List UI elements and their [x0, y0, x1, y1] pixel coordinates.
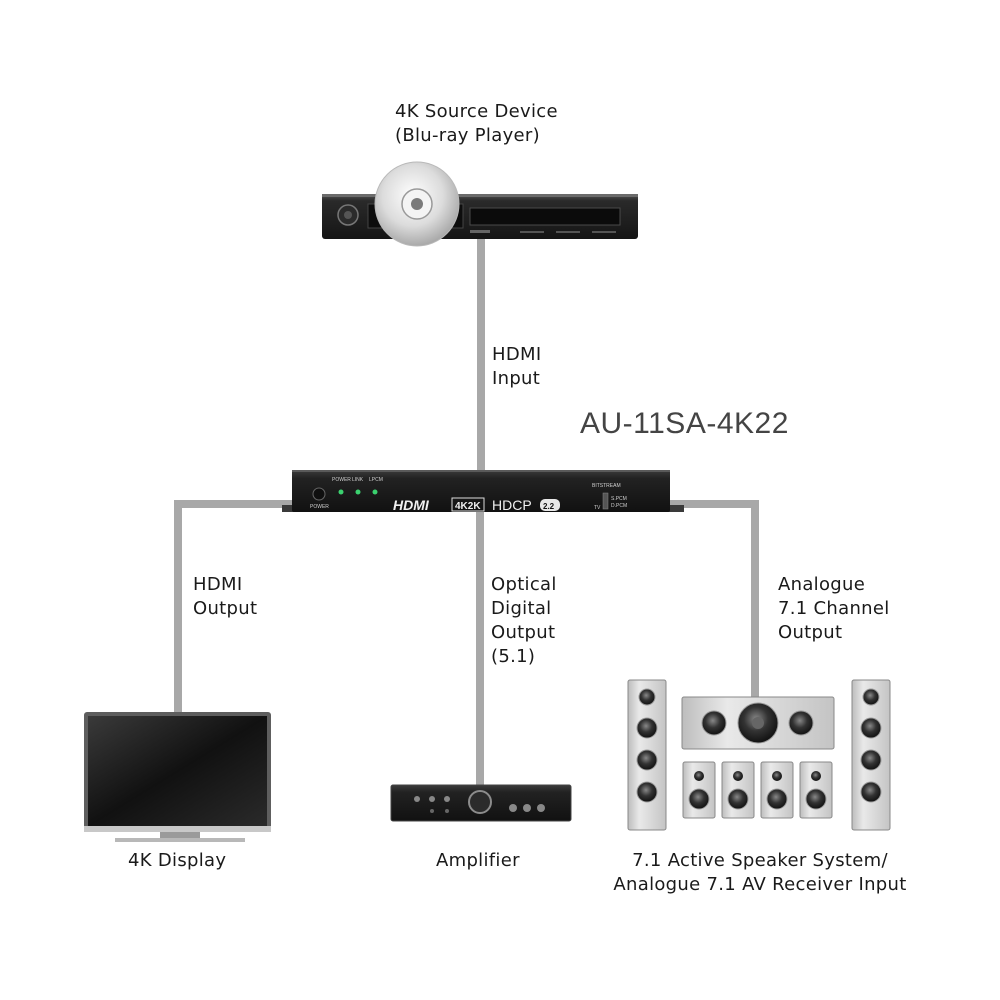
hdmi-input-label: HDMI Input	[492, 344, 542, 389]
tv-display	[84, 712, 271, 842]
power-label: POWER	[310, 504, 329, 510]
disc-tray	[469, 207, 621, 226]
optical-output-label: Optical Digital Output (5.1)	[491, 574, 557, 667]
speaker-small-1	[682, 761, 716, 819]
amplifier	[390, 784, 572, 822]
led-label-power: POWER	[332, 477, 351, 483]
speaker-right-tower	[851, 679, 891, 831]
led-power	[338, 489, 344, 495]
hdmi-logo: HDMI	[393, 497, 430, 513]
source-device-label: 4K Source Device (Blu-ray Player)	[395, 101, 558, 146]
speaker-small-4	[799, 761, 833, 819]
speaker-system-label: 7.1 Active Speaker System/ Analogue 7.1 …	[613, 850, 907, 895]
hdmi-output-label: HDMI Output	[193, 574, 258, 619]
led-lpcm	[372, 489, 378, 495]
hdcp-logo: HDCP	[492, 497, 532, 513]
cable-hdmi-input	[477, 232, 485, 472]
switch-spcm-label: S.PCM	[611, 496, 627, 502]
led-label-lpcm: LPCM	[369, 477, 383, 483]
display-label: 4K Display	[128, 850, 227, 871]
model-name: AU-11SA-4K22	[580, 407, 789, 440]
speaker-small-3	[760, 761, 794, 819]
mode-switch	[602, 492, 609, 510]
disc-icon	[374, 161, 460, 247]
converter-unit: POWER POWER LINK LPCM HDMI 4K2K HDCP 2.2…	[282, 470, 684, 513]
analogue-output-label: Analogue 7.1 Channel Output	[778, 574, 890, 643]
volume-knob	[468, 790, 492, 814]
hdcp-version: 2.2	[543, 502, 555, 511]
resolution-badge: 4K2K	[455, 501, 481, 512]
amplifier-label: Amplifier	[436, 850, 520, 871]
status-leds: POWER LINK LPCM	[332, 477, 383, 495]
cable-hdmi-output	[174, 500, 294, 508]
switch-tv-label: TV	[594, 505, 601, 511]
switch-dpcm-label: D.PCM	[611, 503, 627, 509]
speaker-center	[681, 696, 835, 750]
cables	[174, 232, 759, 792]
speaker-small-2	[721, 761, 755, 819]
power-button	[312, 487, 326, 501]
led-link	[355, 489, 361, 495]
cable-optical-output	[476, 512, 484, 792]
cable-analogue-output	[665, 500, 759, 508]
speaker-system	[627, 679, 891, 831]
bluray-player	[322, 161, 638, 247]
switch-label: BITSTREAM	[592, 483, 621, 489]
led-label-link: LINK	[352, 477, 364, 483]
speaker-left-tower	[627, 679, 667, 831]
